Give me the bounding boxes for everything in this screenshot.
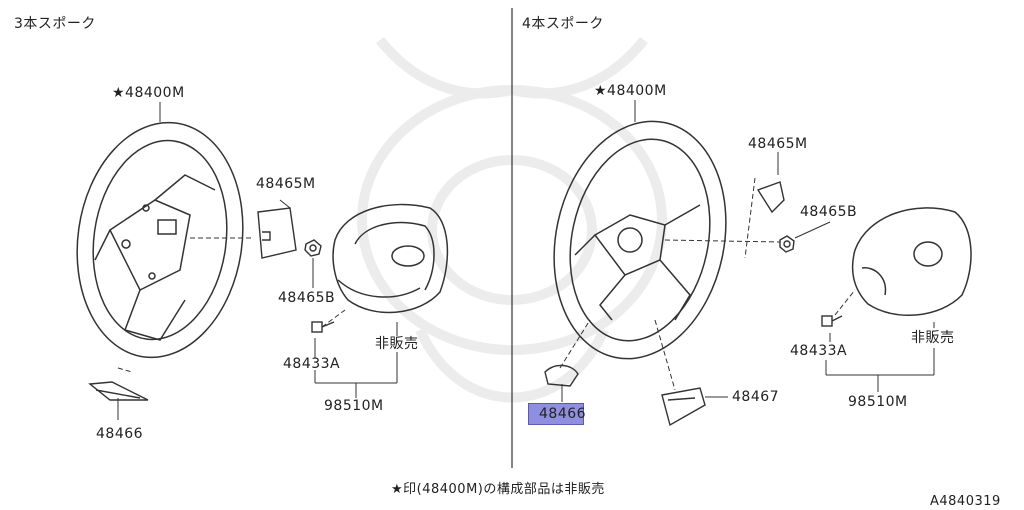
part-label-left-bolt[interactable]: 48433A <box>283 356 341 372</box>
part-label-right-wheel[interactable]: ★48400M <box>594 83 667 99</box>
not-sold-label-right: 非販売 <box>911 330 955 346</box>
part-label-left-pad[interactable]: 48465M <box>256 176 316 192</box>
left-lower-cover <box>88 381 149 401</box>
left-nut <box>304 239 322 257</box>
part-label-right-bolt[interactable]: 48433A <box>790 343 848 359</box>
part-label-left-nut[interactable]: 48465B <box>278 290 336 306</box>
right-airbag-module <box>851 207 972 316</box>
right-lower-cover-left <box>544 364 579 387</box>
part-label-left-cover[interactable]: 48466 <box>96 426 144 442</box>
left-bolt <box>311 321 335 333</box>
part-label-right-pad[interactable]: 48465M <box>748 136 808 152</box>
diagram-id: A4840319 <box>930 494 1001 509</box>
right-steering-wheel <box>553 120 727 360</box>
right-horn-pad-bracket <box>756 181 785 214</box>
part-label-left-wheel[interactable]: ★48400M <box>112 85 185 101</box>
right-bolt <box>821 315 843 327</box>
right-nut <box>779 235 795 253</box>
part-label-right-cover2[interactable]: 48467 <box>732 389 780 405</box>
left-horn-pad-bracket <box>257 207 297 259</box>
part-label-right-assembly[interactable]: 98510M <box>848 394 908 410</box>
left-steering-wheel <box>76 121 244 359</box>
footer-note: ★印(48400M)の構成部品は非販売 <box>391 482 605 497</box>
part-label-right-nut[interactable]: 48465B <box>800 204 858 220</box>
highlight-box <box>528 403 584 425</box>
section-title-3-spoke: 3本スポーク <box>14 16 96 32</box>
not-sold-label-left: 非販売 <box>375 336 419 352</box>
left-airbag-module <box>332 203 449 314</box>
section-title-4-spoke: 4本スポーク <box>522 16 604 32</box>
left-leaders <box>117 102 398 420</box>
right-lower-cover-right <box>661 387 706 427</box>
part-label-right-cover[interactable]: 48466 <box>539 406 587 422</box>
part-label-left-assembly[interactable]: 98510M <box>324 398 384 414</box>
right-leaders <box>559 100 935 402</box>
